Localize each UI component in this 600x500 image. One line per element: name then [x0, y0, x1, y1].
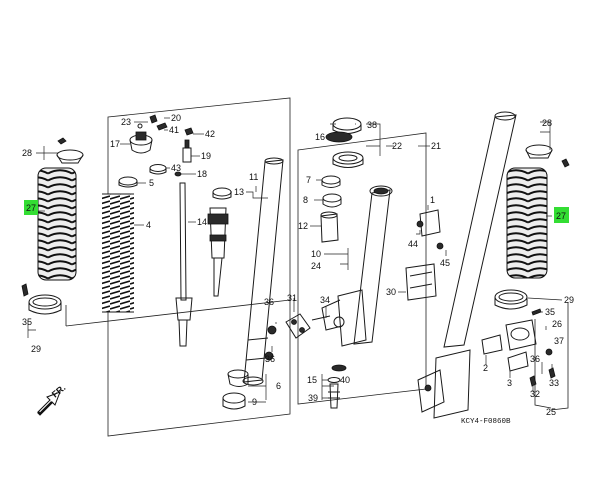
callout-32: 32 — [530, 389, 540, 399]
boot-band-top-left — [56, 149, 84, 161]
callout-14: 14 — [197, 217, 207, 227]
callout-4: 4 — [146, 220, 151, 230]
callout-8: 8 — [303, 195, 308, 205]
callout-7: 7 — [306, 175, 311, 185]
callout-9: 9 — [252, 397, 257, 407]
callout-33: 33 — [549, 378, 559, 388]
leader-lines — [27, 117, 563, 403]
callout-18: 18 — [197, 169, 207, 179]
right-fork-assembly — [417, 111, 570, 419]
frame-bolt-group — [65, 299, 569, 411]
callout-26: 26 — [552, 319, 562, 329]
left-boot-assembly — [21, 137, 84, 315]
callout-2: 2 — [483, 363, 488, 373]
callout-13: 13 — [234, 187, 244, 197]
callout-42: 42 — [205, 129, 215, 139]
callout-6: 6 — [276, 381, 281, 391]
frame-left-group — [107, 97, 291, 437]
callout-5: 5 — [149, 178, 154, 188]
callout-36-top: 36 — [264, 297, 274, 307]
boot-band-bottom-left — [28, 294, 62, 310]
callout-34: 34 — [320, 295, 330, 305]
callout-22: 22 — [392, 141, 402, 151]
callout-27-left-highlight — [24, 200, 38, 215]
right-fork-tube — [443, 114, 517, 348]
callout-27-right-highlight — [554, 207, 569, 223]
callout-36-right: 36 — [530, 354, 540, 364]
callout-28-right: 28 — [542, 118, 552, 128]
callout-40: 40 — [340, 375, 350, 385]
callout-23: 23 — [121, 117, 131, 127]
callout-38: 38 — [367, 120, 377, 130]
callout-16: 16 — [315, 132, 325, 142]
boot-band-top-right — [525, 144, 553, 156]
center-parts — [285, 117, 444, 409]
boot-band-bottom-right — [494, 289, 528, 305]
outer-fork-tube — [222, 157, 284, 410]
fork-boot-right — [506, 167, 548, 279]
callout-1: 1 — [430, 195, 435, 205]
callout-44: 44 — [408, 239, 418, 249]
callout-28-left: 28 — [22, 148, 32, 158]
front-direction-arrow: FR. — [37, 383, 67, 416]
callout-3: 3 — [507, 378, 512, 388]
callout-37: 37 — [554, 336, 564, 346]
callout-17: 17 — [110, 139, 120, 149]
callout-20: 20 — [171, 113, 181, 123]
callout-41: 41 — [169, 125, 179, 135]
callout-24: 24 — [311, 261, 321, 271]
callout-19: 19 — [201, 151, 211, 161]
callout-12: 12 — [298, 221, 308, 231]
callout-29-left: 29 — [31, 344, 41, 354]
callout-43: 43 — [171, 163, 181, 173]
fork-spring — [102, 194, 134, 312]
callout-10: 10 — [311, 249, 321, 259]
inner-tube — [353, 189, 391, 345]
callout-27-left: 27 — [26, 203, 36, 213]
diagram-code: KCY4-F0860B — [461, 418, 511, 426]
callout-labels: 28 27 35 29 23 20 41 17 43 18 5 4 42 19 … — [22, 113, 574, 426]
callout-11: 11 — [249, 172, 258, 182]
callout-45: 45 — [440, 258, 450, 268]
callout-15: 15 — [307, 375, 317, 385]
callout-36-bottom: 36 — [265, 354, 275, 364]
damper-parts — [102, 114, 232, 347]
callout-35-right: 35 — [545, 307, 555, 317]
fork-boot-left — [37, 167, 77, 281]
damper-rod — [179, 182, 187, 301]
callout-29-right: 29 — [564, 295, 574, 305]
callout-21: 21 — [431, 141, 441, 151]
callout-35-left: 35 — [22, 317, 32, 327]
callout-25: 25 — [546, 407, 556, 417]
callout-31: 31 — [287, 293, 297, 303]
callout-27-right: 27 — [556, 211, 566, 221]
callout-30: 30 — [386, 287, 396, 297]
callout-39: 39 — [308, 393, 318, 403]
